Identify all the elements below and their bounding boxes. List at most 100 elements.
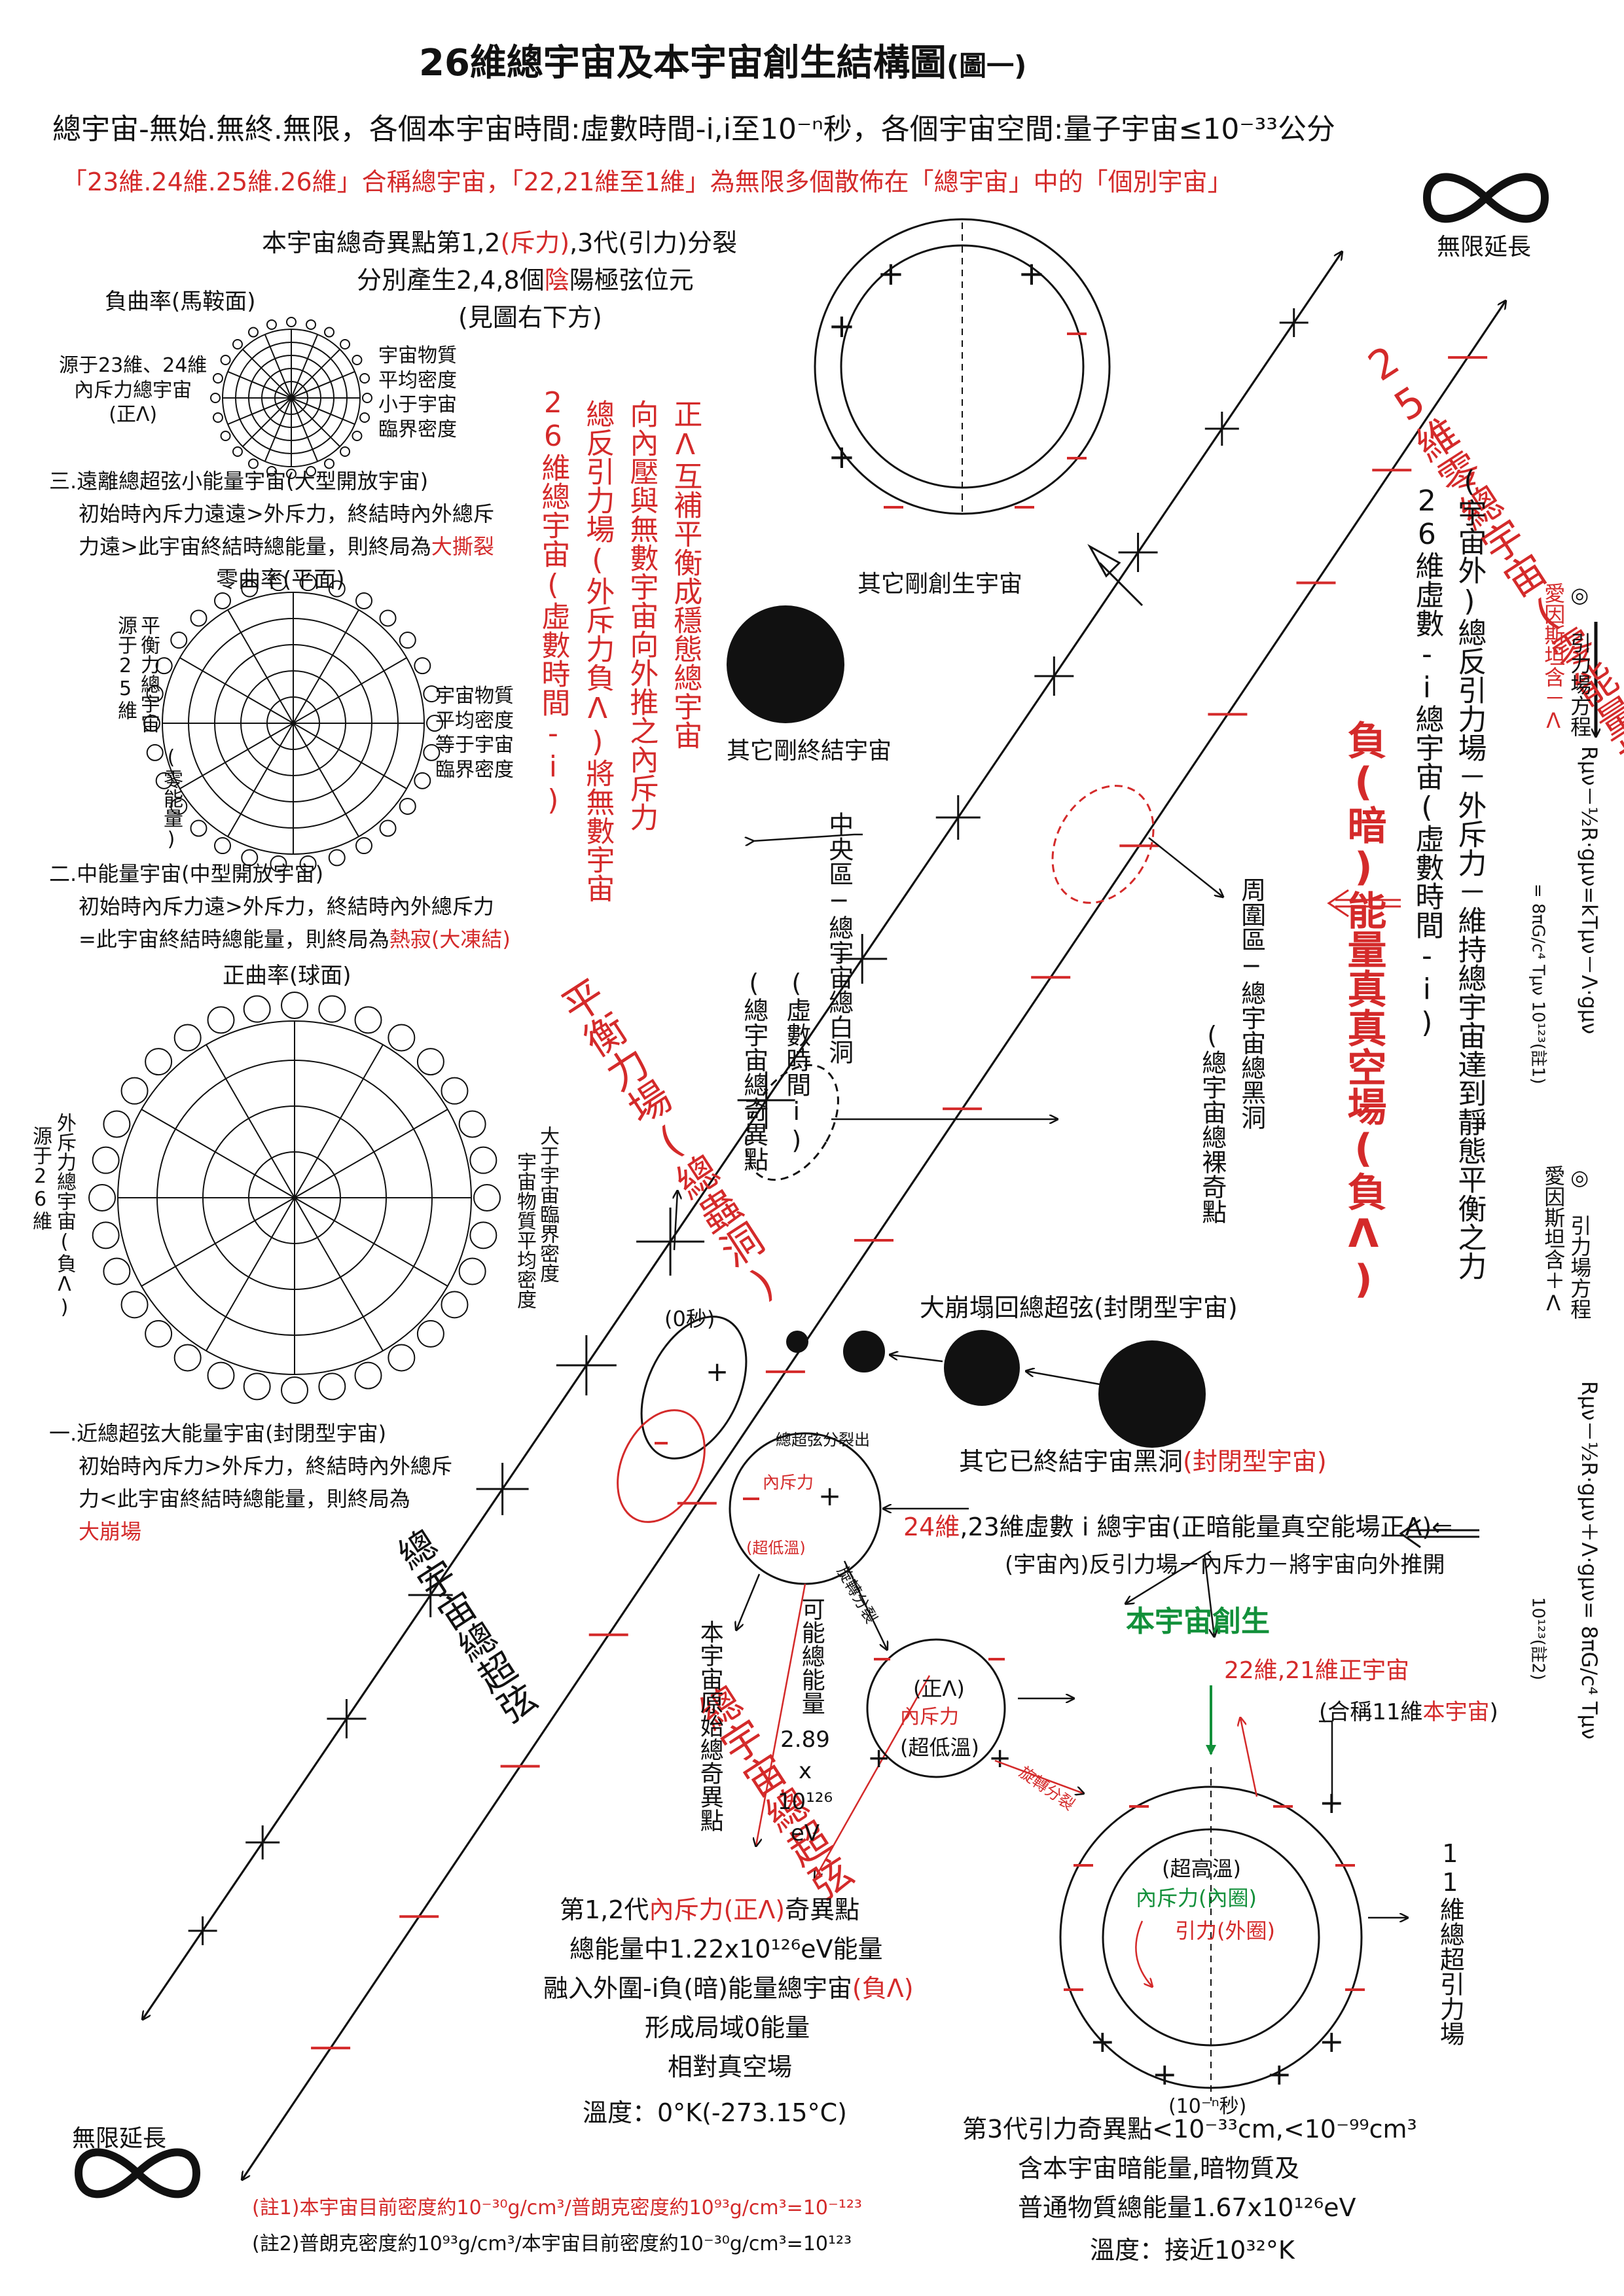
dim11-end: ) (1489, 1699, 1498, 1725)
inner-force-label: 內斥力 (763, 1473, 814, 1493)
label-other-end: 其它剛終結宇宙 (727, 738, 892, 764)
positive-note-3: 力<此宇宙終結時總能量，則終局為 (79, 1486, 410, 1511)
dim24-red: 24維 (903, 1513, 960, 1541)
positive-left-label2: 外斥力總宇宙(負Λ) (53, 1113, 76, 1319)
outer-circle-label: 引力(外圈) (1175, 1918, 1275, 1943)
top-note-red: (斥力) (500, 228, 570, 257)
possible-energy-label: 可能總能量 (797, 1597, 825, 1715)
infinity-label-bottom: 無限延長 (72, 2125, 167, 2152)
title-suffix: (圖一) (946, 50, 1027, 82)
negative-right-label: 宇宙物質 平均密度 小于宇宙 臨界密度 (378, 344, 457, 441)
negative-curvature-title: 負曲率(馬鞍面) (105, 289, 256, 315)
bc-l1-red: 內斥力(正Λ) (649, 1895, 785, 1924)
right-vertical-col3: 負(暗)能量真真空場(負Λ) (1341, 720, 1386, 1302)
top-note-line1: 本宇宙總奇異點第1,2(斥力),3代(引力)分裂 (262, 228, 737, 259)
zero-note-2: 初始時內斥力遠>外斥力，終結時內外總斥力 (79, 894, 494, 919)
svg-text:+: + (1319, 2024, 1344, 2059)
outer-dashed-ellipse (1051, 785, 1155, 904)
dim11-a: (合稱11維 (1319, 1699, 1423, 1725)
bottom-center-l3: 融入外圍-i負(暗)能量總宇宙(負Λ) (543, 1973, 914, 2005)
svg-text:+: + (1267, 2056, 1292, 2092)
hollow-arrow (1087, 544, 1144, 607)
eq1b: = 8πG/c⁴ Tμν 10¹²³(註1) (1528, 884, 1548, 1085)
outer-zone-label2: (總宇宙總裸奇點 (1197, 1021, 1227, 1224)
bottom-center-l4: 形成局域0能量 (645, 2013, 810, 2042)
positive-right-label: 大于宇宙臨界密度 (536, 1126, 559, 1283)
svg-text:+: + (818, 1480, 841, 1512)
positive-curvature-title: 正曲率(球面) (223, 963, 352, 989)
bc-l1b: 奇異點 (785, 1895, 860, 1924)
ended-universe-disc (727, 605, 844, 723)
energy-value-label: 2.89 x 10¹²⁶ eV (777, 1727, 833, 1846)
positive-left-label: 源于26維 (29, 1126, 52, 1230)
center-zone-label: 中央區─總宇宙總白洞 (824, 812, 854, 1064)
dim24-rest: ,23維虛數 i 總宇宙(正暗能量真空能場正Λ)⇐ (960, 1513, 1453, 1541)
dim11-red: 本宇宙 (1422, 1699, 1490, 1725)
bc-l3-red: (負Λ) (852, 1974, 914, 2003)
bottom-right-l2: 含本宇宙暗能量,暗物質及 (1018, 2154, 1300, 2183)
top-note-line3: (見圖右下方) (458, 303, 602, 332)
eq2b: 10¹²³(註2) (1528, 1597, 1548, 1681)
footnote-1: (註1)本宇宙目前密度約10⁻³⁰g/cm³/普朗克密度約10⁹³g/cm³=1… (252, 2197, 862, 2219)
bottom-center-l1: 第1,2代內斥力(正Λ)奇異點 (560, 1895, 859, 1926)
svg-text:+: + (877, 255, 905, 293)
svg-text:+: + (1090, 2024, 1115, 2059)
negative-note-1: 三.遠離總超弦小能量宇宙(大型開放宇宙) (49, 469, 429, 493)
top-note-red2: 陰 (544, 266, 569, 295)
bottom-center-l6: 溫度：0°K(-273.15°C) (583, 2098, 847, 2127)
dim24-sub: (宇宙內)反引力場－內斥力－將宇宙向外推開 (1005, 1552, 1445, 1578)
birth-circle: + + + + + (1059, 1767, 1365, 2101)
low-temp-label2: (超低溫) (900, 1735, 979, 1760)
outer-zone-label: 周圍區─總宇宙總黑洞 (1236, 877, 1266, 1130)
blackhole-disc-small (843, 1331, 885, 1372)
zero-left-label3: (零能量) (160, 746, 183, 851)
negative-note-3: 力遠>此宇宙終結時總能量，則終局為大撕裂 (79, 533, 494, 560)
big-crunch-label: 大崩塌回總超弦(封閉型宇宙) (920, 1293, 1238, 1322)
blackhole-disc-large (1098, 1340, 1206, 1448)
positive-lambda-circle: + + (866, 1638, 1011, 1778)
zero-second-ellipse (640, 1316, 748, 1460)
bc-l1a: 第1,2代 (560, 1895, 649, 1924)
black-double-arrow (1399, 1518, 1479, 1549)
dim22-label: 22維,21維正宇宙 (1224, 1657, 1410, 1684)
infinity-label-top: 無限延長 (1437, 234, 1532, 260)
top-note-b: ,3代(引力)分裂 (569, 228, 738, 257)
positive-right-label2: 宇宙物質平均密度 (513, 1152, 536, 1309)
red-vertical-col1: 26維總宇宙(虛數時間-i) (536, 386, 570, 817)
red-vertical-col3: 向內壓與無數宇宙向外推之內斥力 (624, 399, 659, 831)
eq2-sub: 愛因斯坦含＋Λ (1541, 1165, 1566, 1316)
zero-left-label2: 平衡力總宇宙 (137, 615, 160, 733)
other-blackhole-text: 其它已終結宇宙黑洞 (959, 1447, 1183, 1476)
svg-text:+: + (1152, 2056, 1178, 2092)
blackhole-disc-tiny (786, 1331, 808, 1353)
black-cross-ticks (188, 308, 1308, 1945)
svg-text:+: + (1018, 255, 1045, 293)
eq1-label: ◎ 引力場方程 (1567, 583, 1593, 737)
ten-n-sec-label: (10⁻ⁿ秒) (1168, 2095, 1247, 2118)
bottom-right-l4: 溫度：接近10³²°K (1090, 2236, 1295, 2265)
bottom-right-l3: 普通物質總能量1.67x10¹²⁶eV (1018, 2193, 1356, 2222)
negative-note-end: 大撕裂 (431, 534, 494, 559)
zero-left-label: 源于25維 (114, 615, 137, 720)
right-vertical-col2: 26維虛數-i總宇宙(虛數時間-i) (1410, 484, 1444, 1039)
newborn-universe-circle: + + + + (814, 218, 1111, 515)
pos-lambda-label: (正Λ) (913, 1676, 965, 1701)
top-note-line2: 分別產生2,4,8個陰陽極弦位元 (357, 265, 694, 296)
center-dashed-ellipse (745, 1064, 839, 1181)
closed-type-text: (封閉型宇宙) (1183, 1447, 1327, 1476)
eleven-dim-label: 11維總超引力場 (1435, 1839, 1465, 2046)
negative-curvature-diagram (210, 317, 372, 479)
center-zone-label2: (虛數時間i) (782, 969, 811, 1155)
positive-note-1: 一.近總超弦大能量宇宙(封閉型宇宙) (49, 1421, 387, 1446)
top-note-c: 分別產生2,4,8個 (357, 266, 545, 295)
center-zone-label3: (總宇宙總奇異點 (739, 969, 768, 1172)
zero-note-3: =此宇宙終結時總能量，則終局為熱寂(大凍結) (79, 926, 511, 952)
original-singularity-label: 本宇宙原始總奇異點 (696, 1620, 723, 1832)
label-other-new: 其它剛創生宇宙 (857, 571, 1023, 598)
red-vertical-col2: 總反引力場(外斥力負Λ)將無數宇宙 (581, 399, 615, 903)
split-out-label: 總超弦分裂出 (776, 1431, 870, 1449)
svg-text:+: + (867, 1742, 890, 1774)
positive-curvature-diagram (88, 992, 501, 1404)
zero-note-end: 熱寂(大凍結) (389, 927, 511, 952)
